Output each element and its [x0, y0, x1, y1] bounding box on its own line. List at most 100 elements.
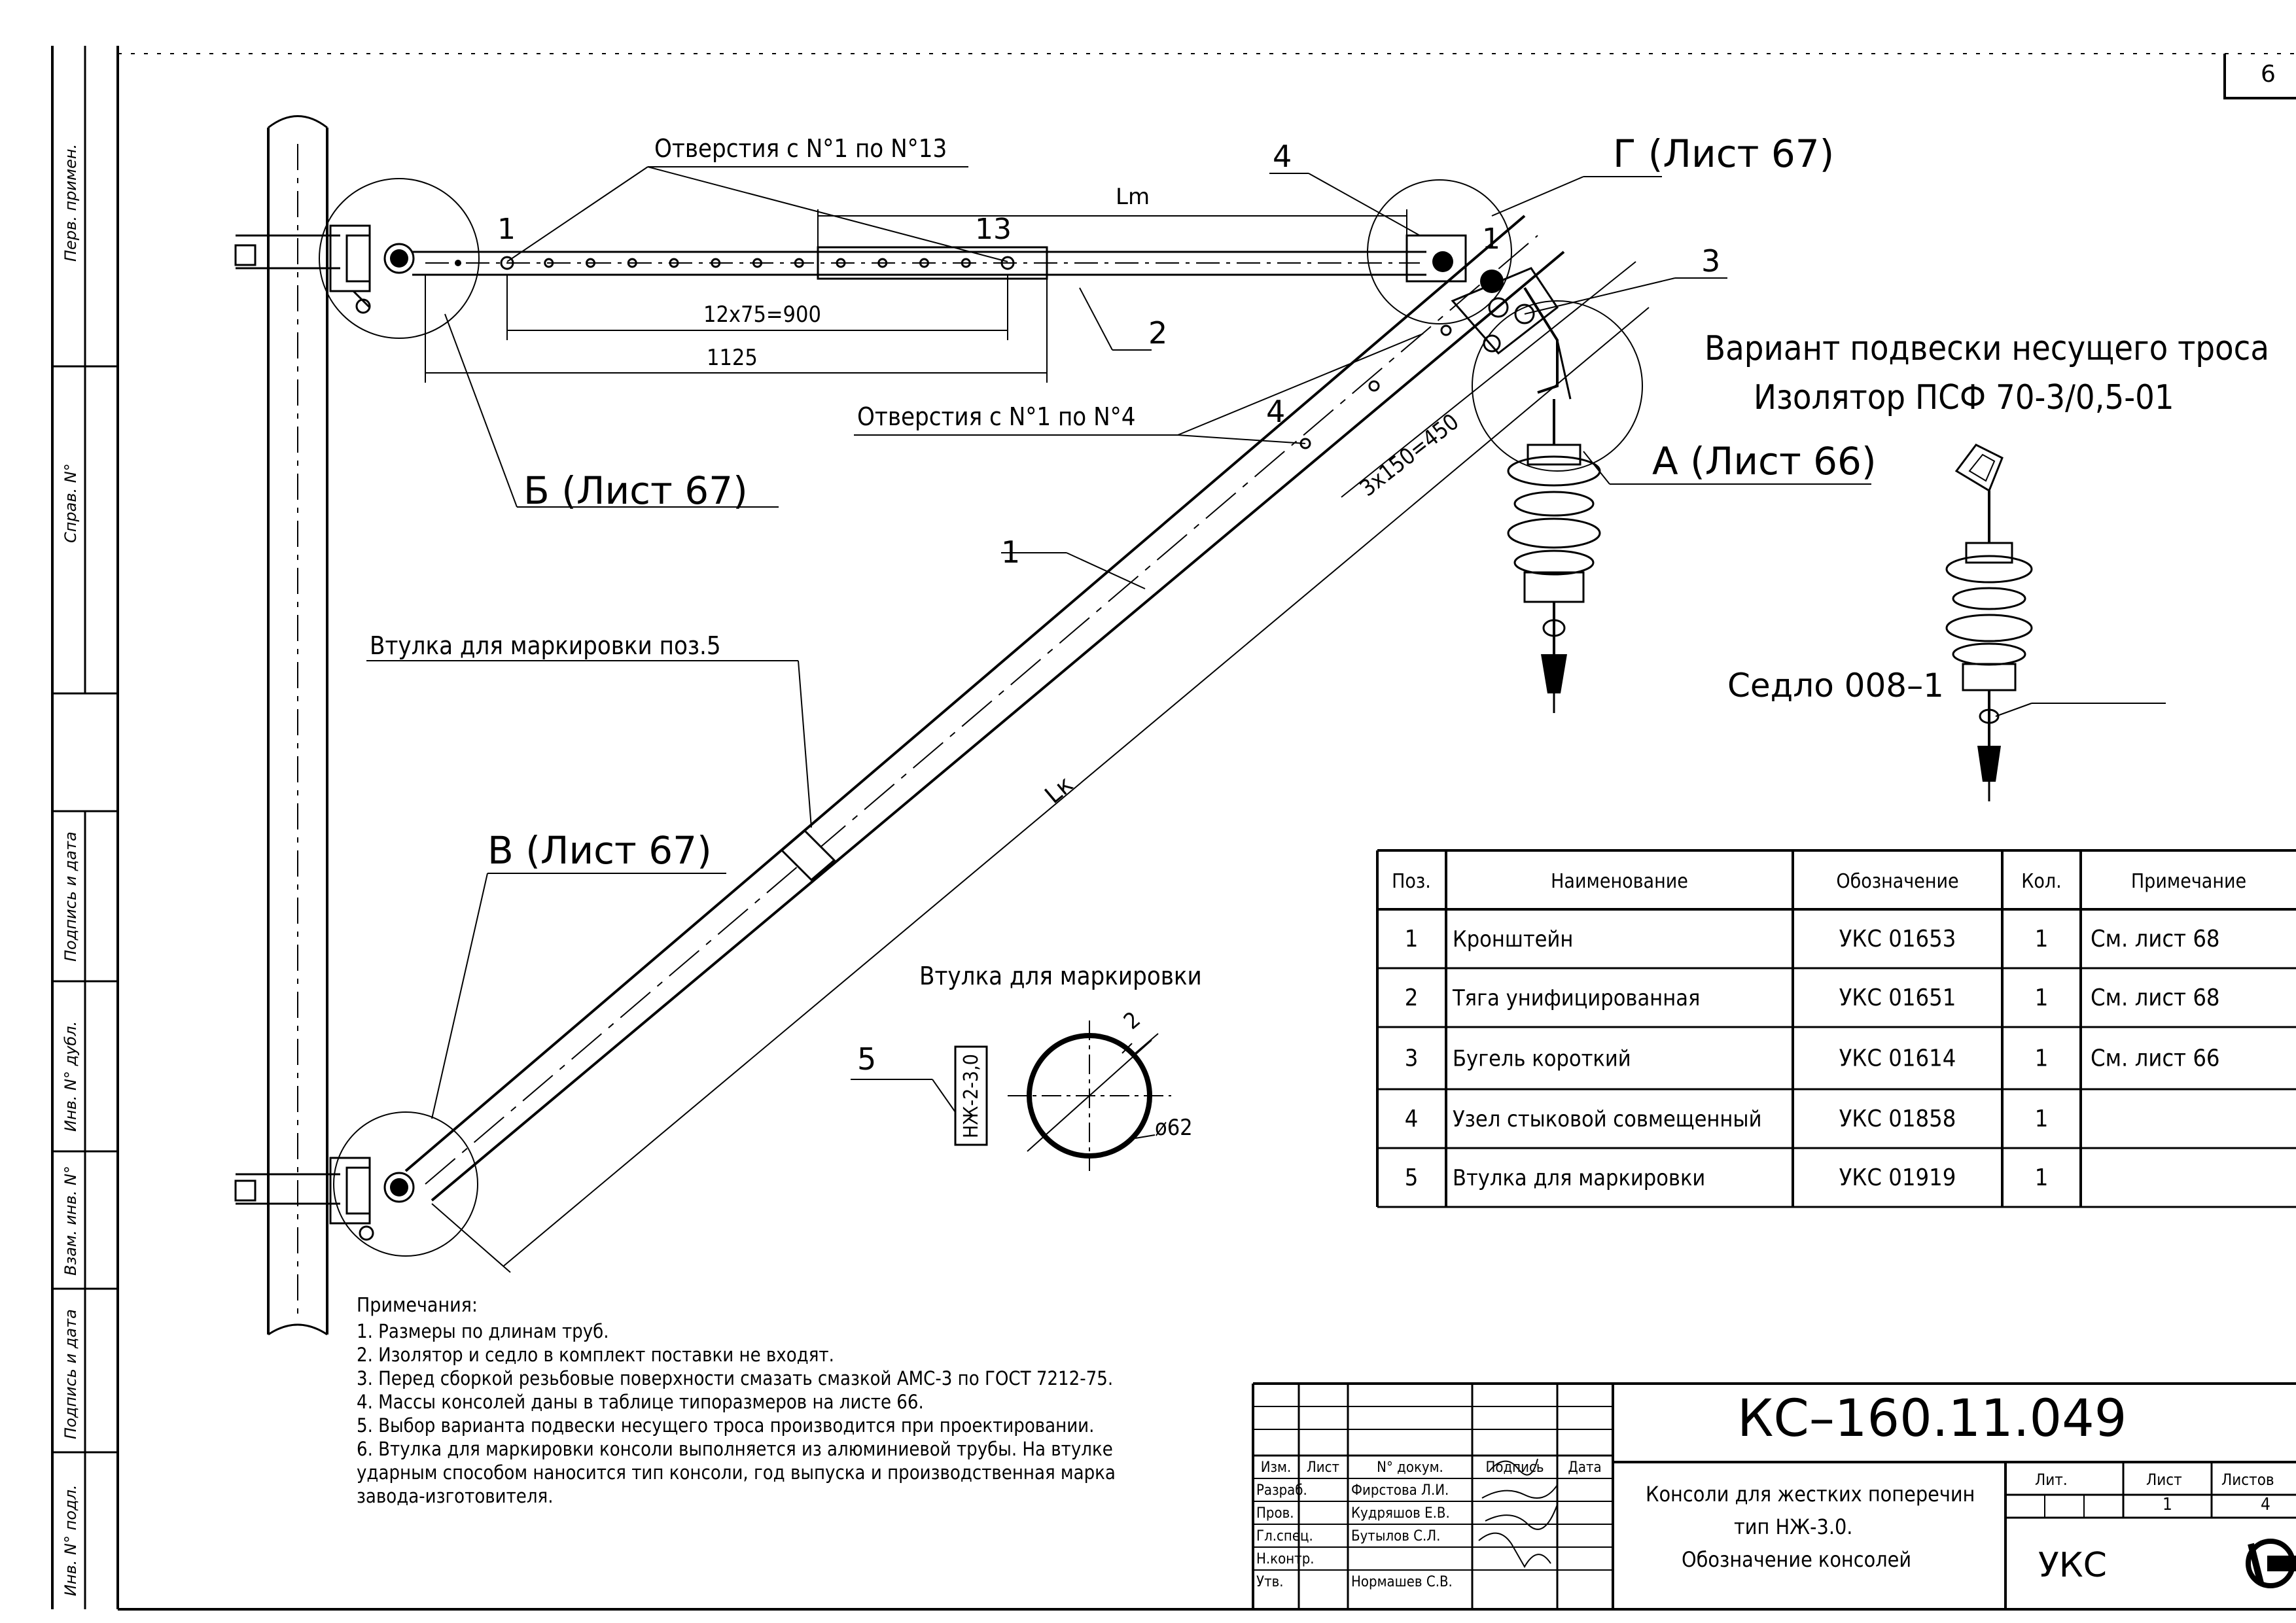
rod-hole [794, 258, 804, 268]
diagonal-strut [404, 215, 1565, 1202]
tb-person: Фирстова Л.И. [1351, 1482, 1449, 1499]
tb-role: Пров. [1256, 1505, 1294, 1522]
dimension-lines [425, 209, 1650, 1273]
stamp-podpis-1: Подпись и дата [62, 831, 80, 962]
rod-hole [627, 258, 637, 268]
sheet-value: 1 [2163, 1495, 2172, 1514]
notes-block: Примечания: 1. Размеры по длинам труб.2. … [357, 1294, 1116, 1507]
org-logo [2246, 1539, 2296, 1588]
stamp-vzam-inv: Взам. инв. N° [62, 1166, 80, 1276]
spec-cell-r3-c3: 1 [2035, 1106, 2049, 1132]
pos-label-1a: 1 [497, 213, 516, 246]
pos-label-4a: 4 [1273, 139, 1292, 174]
sleeve-detail-title: Втулка для маркировки [919, 962, 1202, 990]
spec-cell-r4-c3: 1 [2035, 1164, 2049, 1191]
callout-marking-sleeve: Втулка для маркировки поз.5 [370, 631, 721, 660]
tb-header-4: Дата [1568, 1459, 1601, 1476]
spec-cell-r1-c4: См. лист 68 [2091, 985, 2220, 1011]
callout-variant-line1: Вариант подвески несущего тросa [1704, 329, 2269, 368]
pos-label-4b: 4 [1266, 394, 1285, 429]
spec-cell-r4-c0: 5 [1405, 1164, 1419, 1191]
stamp-sprav-no: Справ. N° [62, 463, 80, 543]
note-line: 1. Размеры по длинам труб. [357, 1320, 609, 1342]
spec-cell-r1-c1: Тяга унифицированная [1452, 985, 1700, 1011]
spec-header-2: Обозначение [1836, 870, 1958, 893]
title-line-1: Консоли для жестких поперечин [1646, 1482, 1975, 1507]
rod-hole [586, 258, 595, 268]
dim-lm: Lm [1116, 184, 1150, 210]
upper-mast-bracket [234, 224, 415, 314]
dim-d62: ø62 [1155, 1115, 1193, 1141]
dim-900: 12x75=900 [703, 302, 821, 328]
rod-hole [711, 258, 721, 268]
horizontal-rod [412, 246, 1426, 280]
tb-role: Гл.спец. [1256, 1528, 1313, 1544]
spec-cell-r3-c0: 4 [1405, 1106, 1419, 1132]
dim-wall: 2 [1119, 1007, 1146, 1035]
sheets-label: Листов [2221, 1471, 2274, 1489]
dim-1125: 1125 [707, 345, 758, 371]
sleeve-stamp-text: НЖ-2-3,0 [960, 1054, 983, 1138]
pos-label-1b: 1 [1482, 222, 1500, 256]
sheets-value: 4 [2261, 1495, 2270, 1514]
rod-hole [1000, 256, 1015, 270]
pos-label-5: 5 [857, 1041, 876, 1077]
spec-cell-r3-c2: УКС 01858 [1839, 1106, 1956, 1132]
spec-cell-r1-c3: 1 [2035, 985, 2049, 1011]
stamp-inv-podl: Инв. N° подл. [62, 1484, 80, 1596]
callout-holes-1-4: Отверстия с N°1 по N°4 [857, 402, 1135, 431]
note-line: 6. Втулка для маркировки консоли выполня… [357, 1438, 1113, 1460]
title-block [1252, 1382, 2296, 1609]
side-stamp [52, 46, 118, 1609]
spec-header-0: Поз. [1392, 870, 1431, 893]
spec-cell-r2-c3: 1 [2035, 1045, 2049, 1072]
note-line: 4. Массы консолей даны в таблице типораз… [357, 1391, 924, 1413]
rod-hole [919, 258, 929, 268]
stamp-inv-dubl: Инв. N° дубл. [62, 1021, 80, 1132]
spec-cell-r2-c1: Бугель короткий [1453, 1046, 1631, 1072]
sleeve-section [851, 1021, 1171, 1171]
dim-450: 3x150=450 [1355, 409, 1464, 502]
spec-cell-r0-c3: 1 [2035, 926, 2049, 952]
rod-hole [752, 258, 762, 268]
lower-mast-bracket [234, 1157, 415, 1241]
spec-header-1: Наименование [1551, 870, 1688, 893]
rod-hole [544, 258, 554, 268]
leader-lines [366, 166, 2166, 1119]
rod-holes [455, 256, 1015, 270]
detail-v-bubble [333, 1111, 478, 1257]
stamp-podpis-2: Подпись и дата [62, 1309, 80, 1439]
tb-role: Утв. [1256, 1574, 1284, 1590]
rod-end-hole [455, 260, 461, 266]
note-line: 3. Перед сборкой резьбовые поверхности с… [357, 1367, 1113, 1389]
mast [267, 115, 328, 1336]
insulator-variant [1945, 444, 2033, 801]
tb-header-1: Лист [1307, 1459, 1339, 1476]
tb-role: Н.контр. [1256, 1551, 1315, 1567]
title-line-2: тип НЖ-3.0. [1734, 1514, 1852, 1539]
pos-label-13: 13 [975, 213, 1012, 246]
callout-a-list: А (Лист 66) [1652, 439, 1877, 483]
spec-cell-r1-c2: УКС 01651 [1839, 985, 1956, 1011]
spec-header-4: Примечание [2131, 870, 2246, 893]
spec-cell-r0-c2: УКС 01653 [1839, 926, 1956, 952]
tb-person: Бутылов С.Л. [1351, 1528, 1440, 1544]
sheet-label: Лист [2146, 1471, 2182, 1489]
rod-hole [877, 258, 888, 268]
org-label: УКС [2038, 1546, 2107, 1585]
stamp-perv-primen: Перв. примен. [62, 144, 80, 262]
sleeve-stamp-box [954, 1045, 988, 1146]
detail-a-bubble [1472, 300, 1643, 472]
tb-role: Разраб. [1256, 1482, 1307, 1499]
callout-g-list: Г (Лист 67) [1613, 131, 1834, 176]
callout-v-list: В (Лист 67) [487, 828, 712, 873]
note-line: 2. Изолятор и седло в комплект поставки … [357, 1344, 834, 1366]
rod-hole [961, 258, 971, 268]
spec-cell-r0-c0: 1 [1405, 926, 1419, 952]
notes-title: Примечания: [357, 1294, 478, 1317]
spec-cell-r0-c1: Кронштейн [1453, 926, 1573, 952]
callout-saddle: Седло 008–1 [1727, 667, 1944, 705]
spec-cell-r1-c0: 2 [1405, 985, 1419, 1011]
page-number: 6 [2261, 61, 2276, 88]
